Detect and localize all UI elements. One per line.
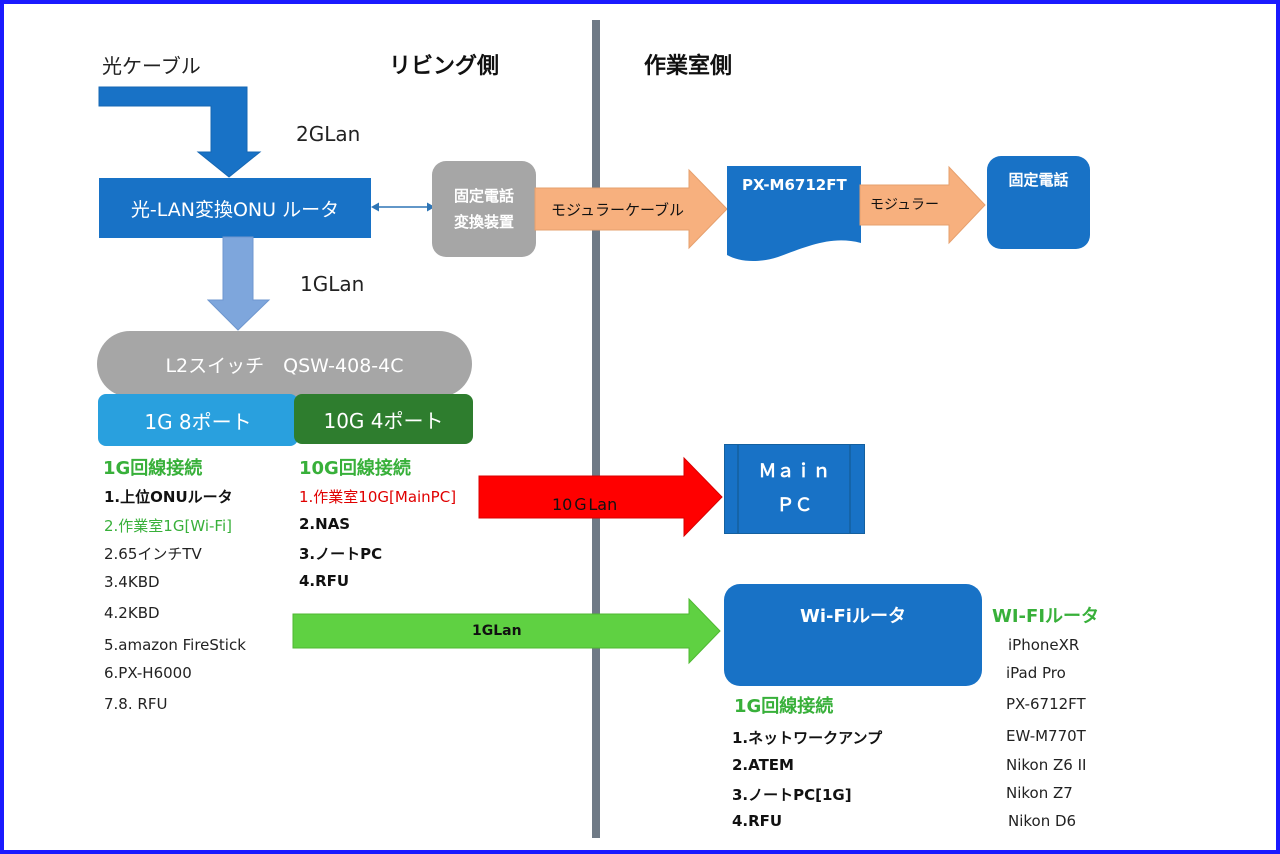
list-10g-item: 2.NAS xyxy=(299,515,351,533)
wifi-list-item: PX-6712FT xyxy=(1006,695,1086,713)
speed-2g-label: 2GLan xyxy=(296,122,361,146)
list-1g-item: 4.2KBD xyxy=(104,604,160,622)
arrow-10g-lan xyxy=(478,456,723,538)
wifi-list-item: iPhoneXR xyxy=(1008,636,1080,654)
wifi-router-label: Wi-Fiルータ xyxy=(800,606,906,627)
phone-adapter-box: 固定電話 変換装置 xyxy=(432,161,536,257)
wifi-list-item: iPad Pro xyxy=(1006,664,1066,682)
speed-1g-label: 1GLan xyxy=(300,272,365,296)
heading-living: リビング側 xyxy=(389,54,500,79)
l2-switch-box: L2スイッチ QSW-408-4C xyxy=(97,331,472,397)
onu-phone-connector xyxy=(371,202,435,212)
onu-to-switch-arrow xyxy=(207,236,271,331)
onu-router-label: 光-LAN変換ONU ルータ xyxy=(130,198,340,221)
list-1g-item: 7.8. RFU xyxy=(104,695,168,713)
list-1g-item: 3.4KBD xyxy=(104,573,160,591)
list-10g-title: 10G回線接続 xyxy=(299,458,411,479)
fiber-cable-label: 光ケーブル xyxy=(102,54,201,78)
fixed-phone-box: 固定電話 xyxy=(987,156,1090,249)
wifi-router-box: Wi-Fiルータ xyxy=(724,584,982,686)
work-1g-item: 4.RFU xyxy=(732,812,783,830)
main-pc-line-1: Ｍａｉｎ xyxy=(758,461,831,482)
list-10g-item: 4.RFU xyxy=(299,572,350,590)
list-1g-title: 1G回線接続 xyxy=(103,458,203,479)
list-10g-item: 1.作業室10G[MainPC] xyxy=(299,488,457,506)
wifi-list-item: Nikon Z6 II xyxy=(1006,756,1087,774)
divider-line xyxy=(592,20,600,838)
modular-arrow xyxy=(859,165,986,245)
work-1g-item: 1.ネットワークアンプ xyxy=(732,729,883,747)
main-pc-box xyxy=(724,444,865,534)
list-1g-item: 1.上位ONUルータ xyxy=(104,488,233,506)
modular-label: モジュラー xyxy=(870,197,940,213)
list-10g-item: 3.ノートPC xyxy=(299,545,383,563)
phone-adapter-line-2: 変換装置 xyxy=(453,213,514,231)
wifi-list-item: EW-M770T xyxy=(1006,727,1086,745)
port-1g-box: 1G 8ポート xyxy=(98,394,298,446)
printer-shape xyxy=(727,166,861,262)
list-1g-item: 2.65インチTV xyxy=(104,545,202,563)
printer-label: PX-M6712FT xyxy=(742,176,847,194)
modular-cable-arrow xyxy=(534,168,728,250)
port-10g-label: 10G 4ポート xyxy=(323,408,444,433)
modular-cable-label: モジュラーケーブル xyxy=(551,201,685,219)
work-1g-title: 1G回線接続 xyxy=(734,696,834,717)
main-pc-line-2: ＰＣ xyxy=(776,495,813,516)
onu-router-box: 光-LAN変換ONU ルータ xyxy=(99,178,371,238)
port-1g-label: 1G 8ポート xyxy=(144,409,252,434)
list-1g-item: 5.amazon FireStick xyxy=(104,636,246,654)
list-1g-item: 6.PX-H6000 xyxy=(104,664,192,682)
fixed-phone-label: 固定電話 xyxy=(1008,171,1069,189)
work-1g-item: 3.ノートPC[1G] xyxy=(732,786,852,804)
port-10g-box: 10G 4ポート xyxy=(294,394,473,444)
wifi-list-item: Nikon Z7 xyxy=(1006,784,1073,802)
work-1g-item: 2.ATEM xyxy=(732,756,794,774)
wifi-list-item: Nikon D6 xyxy=(1008,812,1077,830)
l2-switch-label: L2スイッチ QSW-408-4C xyxy=(165,354,404,377)
list-1g-item: 2.作業室1G[Wi-Fi] xyxy=(104,517,232,535)
arrow-1g-lan xyxy=(292,597,721,665)
heading-workroom: 作業室側 xyxy=(644,54,733,79)
wifi-list-title: WI-FIルータ xyxy=(992,606,1100,627)
fiber-bent-arrow xyxy=(98,86,262,178)
arrow-1g-label: 1GLan xyxy=(472,623,522,639)
arrow-10g-label: 10ＧLan xyxy=(552,495,618,514)
phone-adapter-line-1: 固定電話 xyxy=(453,187,514,205)
